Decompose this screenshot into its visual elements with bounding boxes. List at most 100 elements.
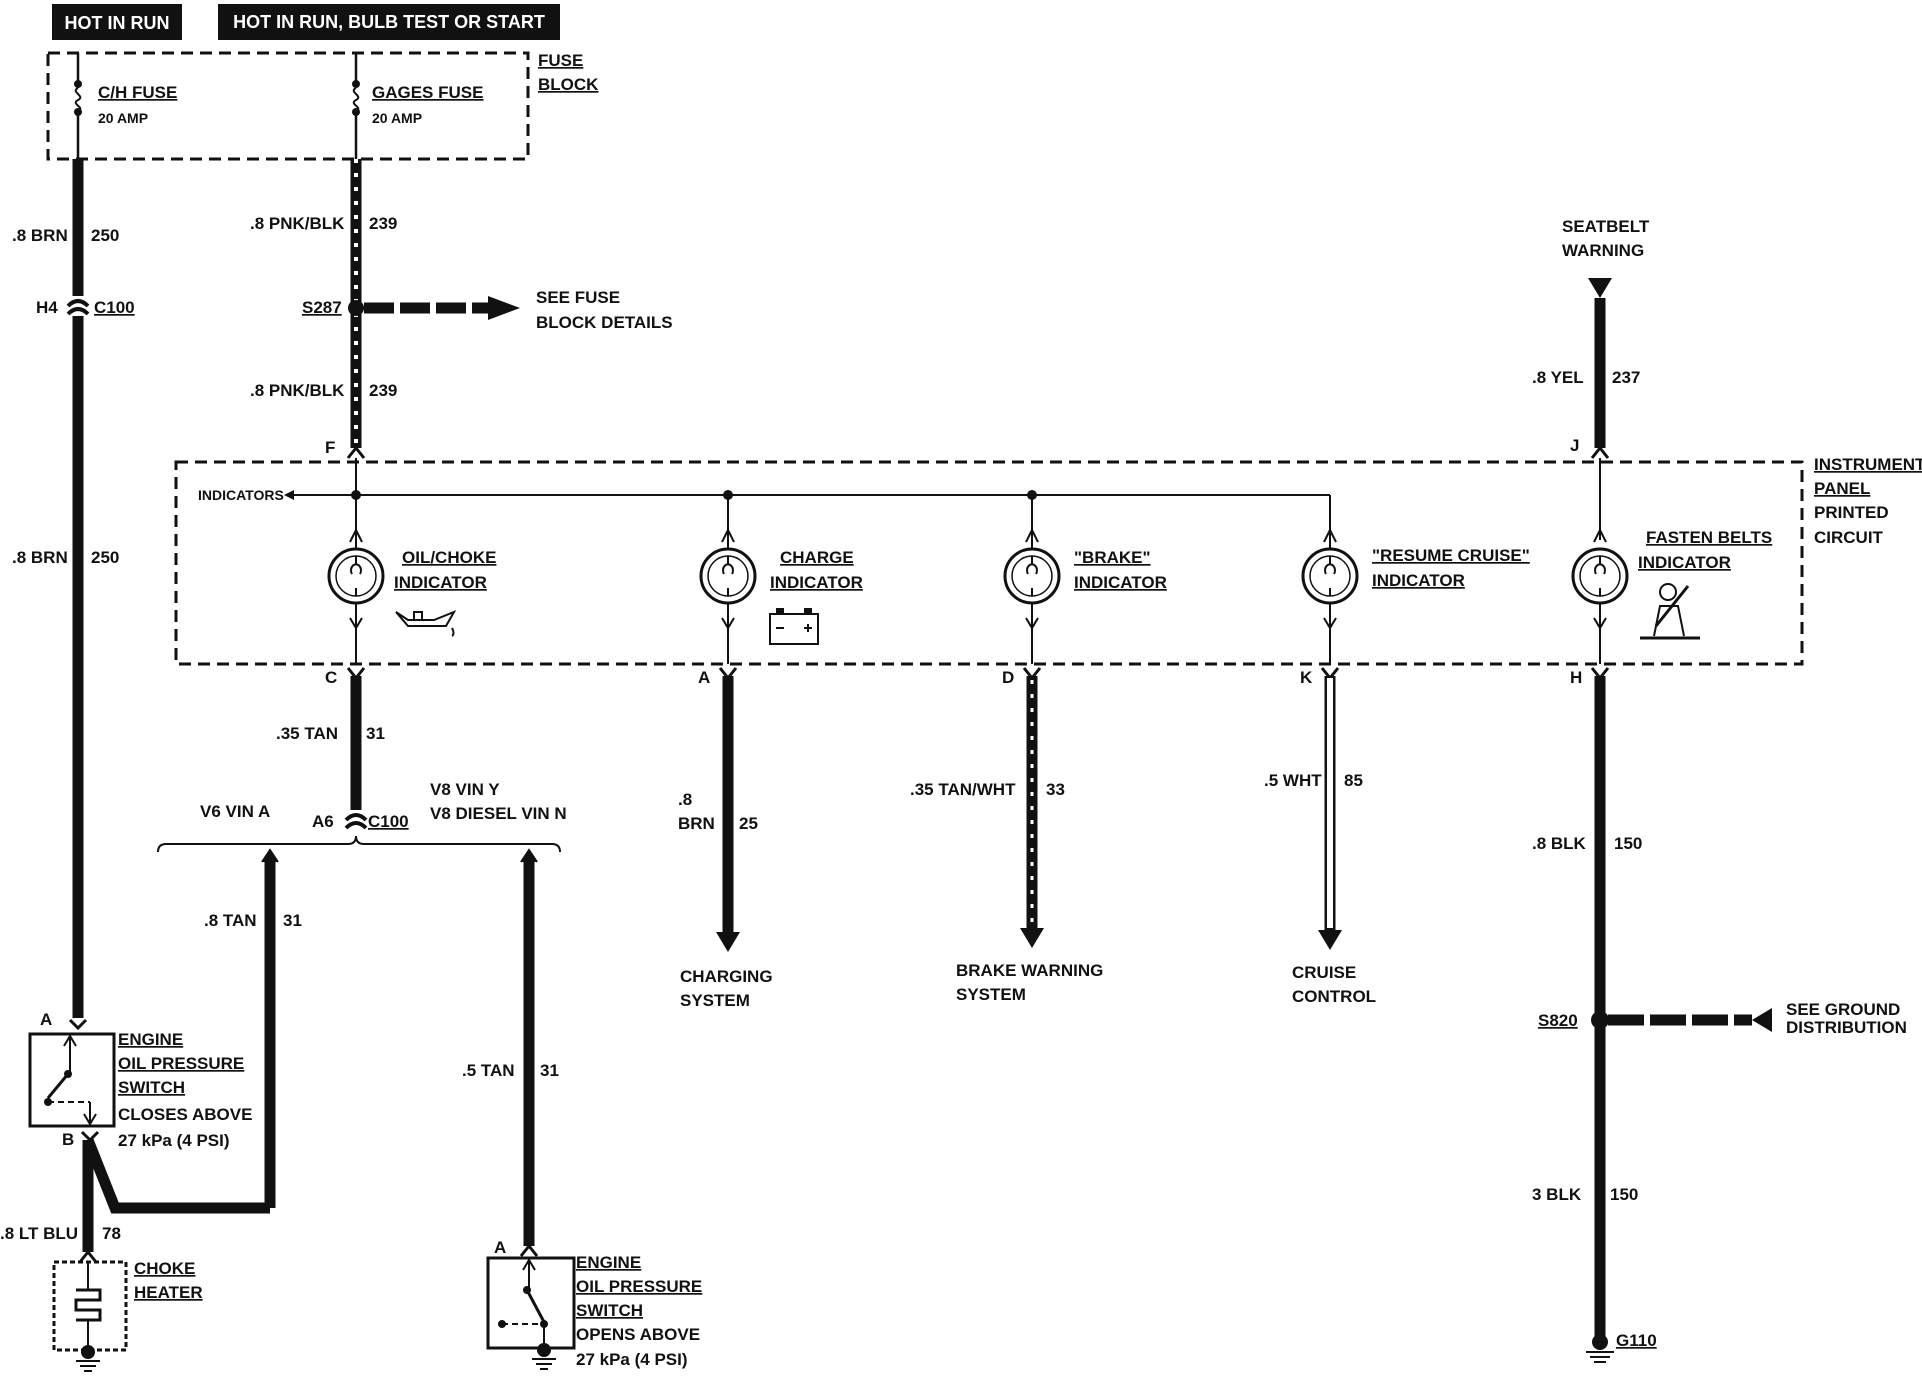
variant-v8-1: V8 VIN Y bbox=[430, 780, 500, 799]
wire-250 bbox=[66, 159, 90, 1031]
pin-k: K bbox=[1300, 668, 1313, 687]
sw1-3: SWITCH bbox=[118, 1078, 185, 1097]
w150-low-gauge: 3 BLK bbox=[1532, 1185, 1582, 1204]
w150-low-num: 150 bbox=[1610, 1185, 1638, 1204]
w33-gauge: .35 TAN/WHT bbox=[910, 780, 1016, 799]
sw2-2: OIL PRESSURE bbox=[576, 1277, 702, 1296]
instrument-panel-boundary bbox=[174, 460, 1804, 666]
w33-num: 33 bbox=[1046, 780, 1065, 799]
wire-33 bbox=[1020, 667, 1044, 948]
w250-mid-gauge: .8 BRN bbox=[12, 548, 68, 567]
pin-h: H bbox=[1570, 668, 1582, 687]
wire-237 bbox=[1588, 278, 1612, 459]
w31-v6-gauge: .8 TAN bbox=[204, 911, 257, 930]
ch-fuse-amp: 20 AMP bbox=[98, 110, 148, 126]
oil-pressure-switch-2 bbox=[486, 1256, 576, 1350]
choke-2: HEATER bbox=[134, 1283, 203, 1302]
sw1-5: 27 kPa (4 PSI) bbox=[118, 1131, 230, 1150]
wire-25 bbox=[716, 667, 740, 952]
w237-gauge: .8 YEL bbox=[1532, 368, 1584, 387]
sw2-3: SWITCH bbox=[576, 1301, 643, 1320]
w239-low-gauge: .8 PNK/BLK bbox=[250, 381, 345, 400]
sw2-1: ENGINE bbox=[576, 1253, 641, 1272]
see-fuse-1: SEE FUSE bbox=[536, 288, 620, 307]
belts-bulb-icon bbox=[1571, 527, 1629, 664]
w85-gauge: .5 WHT bbox=[1264, 771, 1322, 790]
w250-top-gauge: .8 BRN bbox=[12, 226, 68, 245]
sw2-4: OPENS ABOVE bbox=[576, 1325, 700, 1344]
w250-mid-num: 250 bbox=[91, 548, 119, 567]
hot-in-run-bulb-box: HOT IN RUN, BULB TEST OR START bbox=[218, 4, 560, 40]
dest-cruise-1: CRUISE bbox=[1292, 963, 1356, 982]
w239-top-num: 239 bbox=[369, 214, 397, 233]
splice-s820-label: S820 bbox=[1538, 1011, 1578, 1030]
battery-icon bbox=[769, 608, 819, 645]
belts-ind-1: FASTEN BELTS bbox=[1646, 528, 1772, 547]
splice-s820 bbox=[1591, 1008, 1772, 1032]
oil-pressure-switch-1 bbox=[28, 1032, 116, 1143]
ch-fuse-name: C/H FUSE bbox=[98, 83, 177, 102]
sw1-4: CLOSES ABOVE bbox=[118, 1105, 252, 1124]
choke-ground-icon bbox=[76, 1345, 100, 1372]
w150-top-num: 150 bbox=[1614, 834, 1642, 853]
conn-h4: H4 bbox=[36, 298, 58, 317]
ground-g110-label: G110 bbox=[1616, 1331, 1657, 1350]
sw2-ground-icon bbox=[532, 1343, 556, 1370]
panel-label-4: CIRCUIT bbox=[1814, 528, 1884, 547]
w150-top-gauge: .8 BLK bbox=[1532, 834, 1587, 853]
indicator-bus bbox=[284, 458, 1601, 540]
belts-ind-2: INDICATOR bbox=[1638, 553, 1731, 572]
dest-charging-2: SYSTEM bbox=[680, 991, 750, 1010]
choke-1: CHOKE bbox=[134, 1259, 195, 1278]
dest-brake-1: BRAKE WARNING bbox=[956, 961, 1103, 980]
cruise-ind-2: INDICATOR bbox=[1372, 571, 1465, 590]
charge-bulb-icon bbox=[699, 495, 757, 664]
w250-top-num: 250 bbox=[91, 226, 119, 245]
charge-1: CHARGE bbox=[780, 548, 854, 567]
panel-label-1: INSTRUMENT bbox=[1814, 455, 1922, 474]
wire-31-main bbox=[344, 667, 368, 830]
w25-gauge-1: .8 bbox=[678, 790, 692, 809]
sw1-2: OIL PRESSURE bbox=[118, 1054, 244, 1073]
variant-v6: V6 VIN A bbox=[200, 802, 270, 821]
sw2-pin-a: A bbox=[494, 1238, 506, 1257]
fuse-block-label-2: BLOCK bbox=[538, 75, 599, 94]
ground-g110-icon bbox=[1586, 1334, 1614, 1363]
wire-31-v8 bbox=[519, 848, 539, 1257]
variant-brace bbox=[157, 835, 561, 853]
see-fuse-2: BLOCK DETAILS bbox=[536, 313, 673, 332]
sw2-5: 27 kPa (4 PSI) bbox=[576, 1350, 688, 1369]
gages-fuse-amp: 20 AMP bbox=[372, 110, 422, 126]
conn-c100-top: C100 bbox=[94, 298, 135, 317]
cruise-bulb-icon bbox=[1301, 527, 1359, 664]
w239-low-num: 239 bbox=[369, 381, 397, 400]
dest-charging-1: CHARGING bbox=[680, 967, 773, 986]
fuse-block-boundary bbox=[46, 51, 530, 161]
conn-a6: A6 bbox=[312, 812, 334, 831]
cruise-ind-1: "RESUME CRUISE" bbox=[1372, 546, 1530, 565]
hot-in-run-label: HOT IN RUN bbox=[65, 13, 170, 33]
seatbelt-icon bbox=[1640, 583, 1700, 640]
brake-ind-2: INDICATOR bbox=[1074, 573, 1167, 592]
splice-s287 bbox=[348, 296, 520, 320]
choke-heater bbox=[52, 1260, 128, 1352]
oil-choke-1: OIL/CHOKE bbox=[402, 548, 496, 567]
splice-s287-label: S287 bbox=[302, 298, 342, 317]
sw1-pin-b: B bbox=[62, 1130, 74, 1149]
fuse-block-label-1: FUSE bbox=[538, 51, 583, 70]
w25-num: 25 bbox=[739, 814, 758, 833]
wire-31-v6 bbox=[82, 848, 279, 1214]
pin-a: A bbox=[698, 668, 710, 687]
w31-top-gauge: .35 TAN bbox=[276, 724, 338, 743]
oil-choke-bulb-icon bbox=[327, 495, 385, 664]
w31-v8-gauge: .5 TAN bbox=[462, 1061, 515, 1080]
wire-150 bbox=[1590, 667, 1610, 1336]
brake-ind-1: "BRAKE" bbox=[1074, 548, 1151, 567]
w78-num: 78 bbox=[102, 1224, 121, 1243]
sw1-1: ENGINE bbox=[118, 1030, 183, 1049]
seatbelt-2: WARNING bbox=[1562, 241, 1644, 260]
dest-brake-2: SYSTEM bbox=[956, 985, 1026, 1004]
conn-c100-low: C100 bbox=[368, 812, 409, 831]
variant-v8-2: V8 DIESEL VIN N bbox=[430, 804, 567, 823]
